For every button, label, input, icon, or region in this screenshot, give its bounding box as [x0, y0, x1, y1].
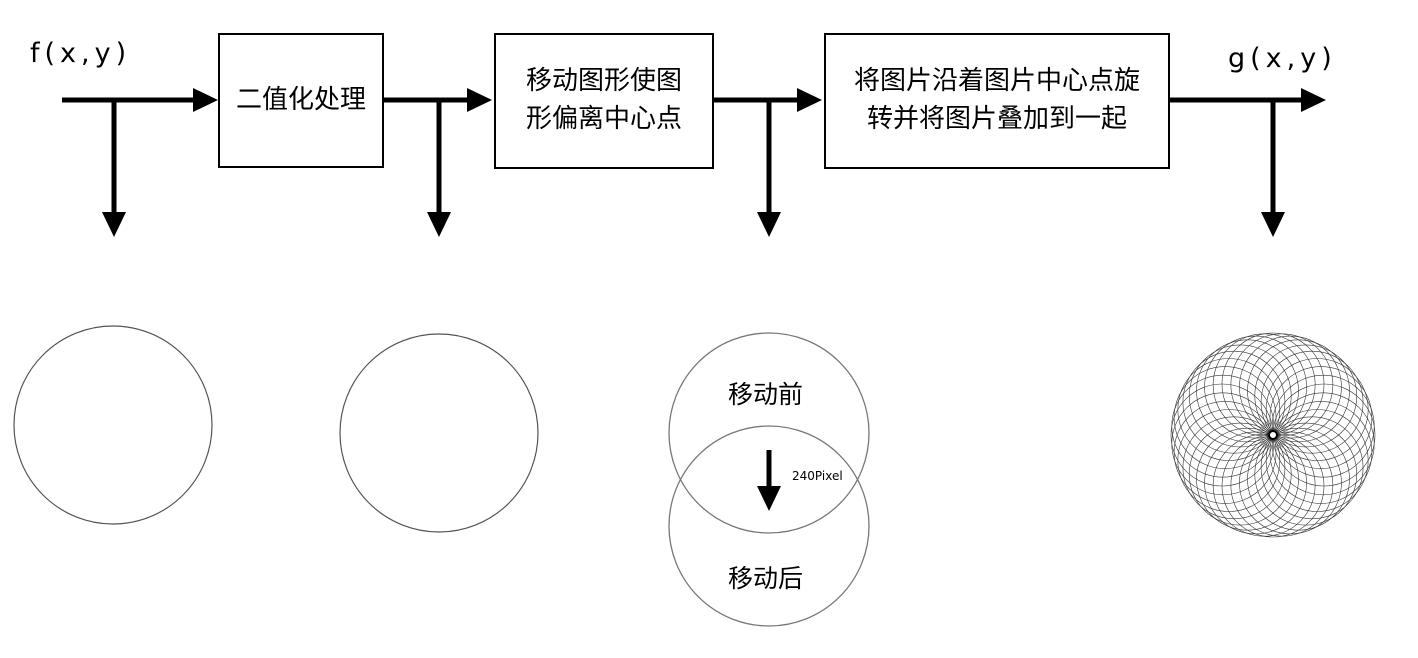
- rotated-overlay: [1170, 332, 1376, 538]
- circle-binarized: [339, 333, 539, 533]
- output-signal-label: g(x,y): [1228, 43, 1337, 74]
- after-move-label: 移动后: [728, 564, 804, 593]
- rotated-copy-circle: [1239, 335, 1342, 439]
- rotated-copy-circle: [1247, 339, 1350, 443]
- arrowhead-right-icon: [193, 88, 218, 112]
- rotate-overlay-block: 将图片沿着图片中心点旋 转并将图片叠加到一起: [824, 33, 1170, 169]
- shift-block: 移动图形使图 形偏离中心点: [494, 33, 714, 169]
- shift-distance-label: 240Pixel: [792, 469, 843, 483]
- arrowhead-down-icon: [1261, 212, 1285, 237]
- rotated-copy-circle: [1260, 350, 1364, 454]
- arrowhead-right-icon: [1301, 88, 1326, 112]
- arrowhead-down-icon: [102, 212, 126, 237]
- rotated-copy-circle: [1230, 333, 1334, 437]
- input-signal-label: f(x,y): [30, 38, 132, 69]
- shift-block-line-1: 移动图形使图: [525, 66, 682, 97]
- arrowhead-right-icon: [467, 88, 492, 112]
- rotated-copy-circle: [1271, 374, 1375, 478]
- rotated-copy-circle: [1269, 366, 1373, 469]
- rotate-block-line-1: 将图片沿着图片中心点旋: [853, 66, 1140, 97]
- rotation-center-dot: [1268, 430, 1278, 440]
- shift-arrow-icon: [757, 486, 781, 511]
- rotate-block-line-2: 转并将图片叠加到一起: [866, 104, 1127, 134]
- arrowhead-right-icon: [797, 88, 822, 112]
- rotated-copy-circle: [1265, 358, 1369, 461]
- binarize-block-text: 二值化处理: [235, 84, 366, 115]
- arrowhead-down-icon: [427, 212, 451, 237]
- circle-after-move: [668, 425, 870, 627]
- arrowhead-down-icon: [757, 212, 781, 237]
- circle-original: [13, 325, 213, 525]
- rotated-copy-circle: [1254, 344, 1358, 448]
- circle-before-move: [668, 332, 870, 534]
- shift-block-line-2: 形偏离中心点: [525, 104, 682, 134]
- before-move-label: 移动前: [728, 380, 804, 409]
- binarize-block: 二值化处理: [218, 33, 384, 168]
